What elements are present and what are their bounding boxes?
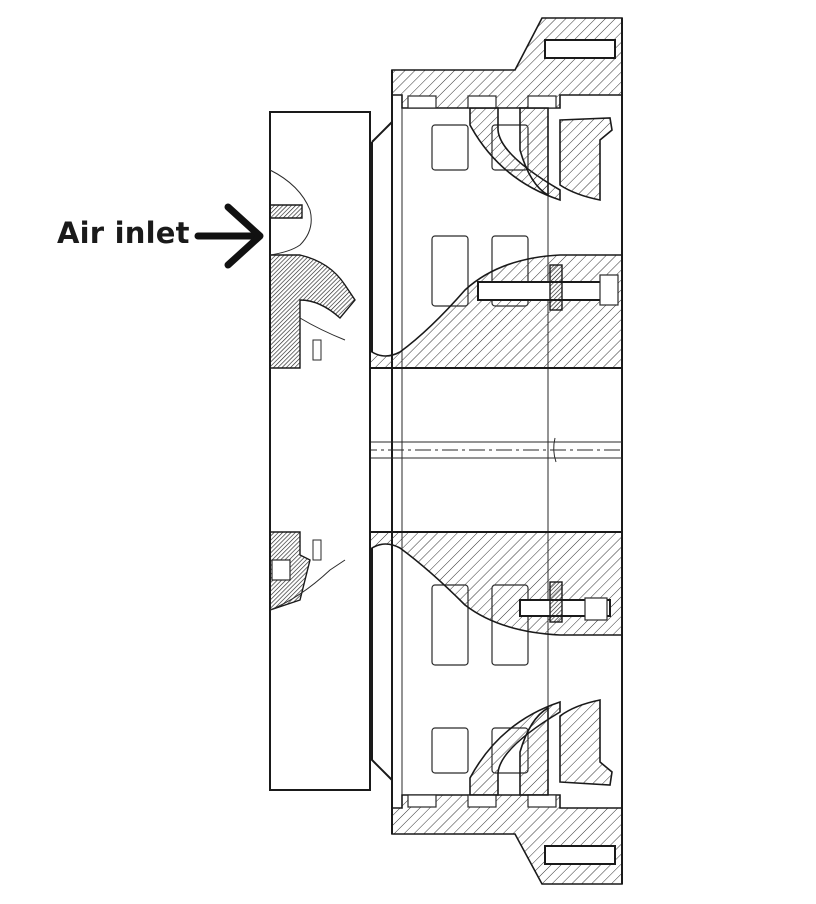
bolt-hole-top [544, 39, 616, 59]
outer-flange-top [391, 17, 623, 109]
intake-housing [269, 111, 371, 791]
intermediate-ring [371, 121, 393, 781]
bolt-hole-bottom [544, 845, 616, 865]
rotor-hub-lower [311, 531, 623, 636]
air-inlet-label: Air inlet [57, 216, 190, 250]
hub-bolt-upper [477, 281, 609, 301]
blade-windows [431, 124, 529, 774]
outer-flange-bottom [391, 794, 623, 885]
lower-blades [469, 699, 613, 796]
upper-blades [469, 107, 613, 202]
rotor-hub-upper [311, 254, 623, 369]
arrow-right-icon [194, 203, 264, 269]
